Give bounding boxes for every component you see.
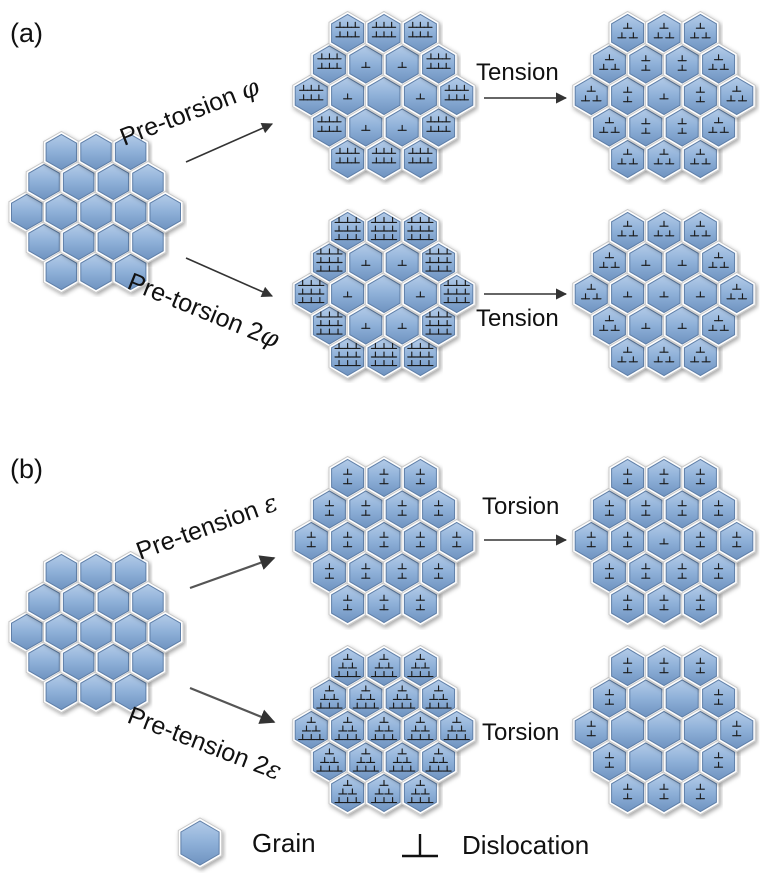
panel-a-label: (a)	[10, 18, 43, 48]
pre-tension-2eps-label: Pre-tension 2ε	[124, 701, 286, 786]
torsion-label-upper: Torsion	[482, 493, 559, 520]
initial-grains-b	[8, 550, 184, 714]
tension-label-upper: Tension	[476, 59, 559, 86]
torsion-label-lower: Torsion	[482, 719, 559, 746]
initial-grains-a	[8, 130, 184, 294]
grains-after-torsion-upper	[572, 455, 756, 627]
pre-torsion-phi-label: Pre-torsion φ	[116, 72, 264, 152]
grains-after-pre-torsion-2	[292, 208, 476, 380]
grains-after-pre-tension-2	[292, 644, 476, 816]
legend-dislocation-label: Dislocation	[462, 830, 589, 860]
grains-after-tension-upper	[572, 10, 756, 182]
grains-after-tension-lower	[572, 208, 756, 380]
grains-after-torsion-lower	[572, 644, 756, 816]
panel-b-label: (b)	[10, 454, 43, 484]
grains-after-pre-torsion	[292, 10, 476, 182]
arrow-pre-tension-2	[189, 686, 276, 724]
pre-torsion-2phi-label: Pre-torsion 2φ	[124, 267, 284, 354]
tension-label-lower: Tension	[476, 305, 559, 332]
grains-after-pre-tension	[292, 455, 476, 627]
arrow-pre-torsion	[185, 122, 274, 163]
pre-tension-eps-label: Pre-tension ε	[132, 488, 281, 566]
legend-grain-label: Grain	[252, 828, 316, 858]
arrow-pre-torsion-2	[185, 257, 274, 298]
legend-dislocation-icon	[402, 834, 438, 858]
arrow-pre-tension	[189, 555, 276, 590]
legend-grain-icon	[177, 817, 223, 869]
